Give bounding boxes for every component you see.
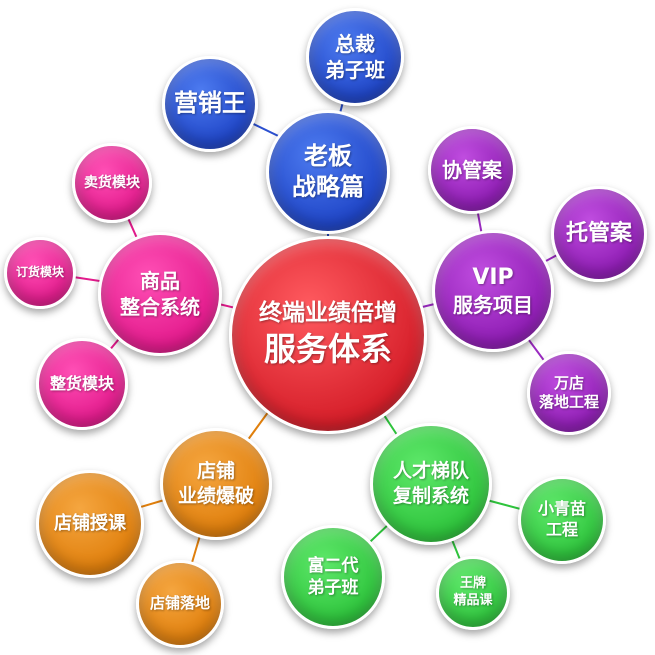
- seedling-bubble: 小青苗 工程: [518, 476, 606, 564]
- center-line2: 服务体系: [263, 330, 392, 369]
- arrange-module-bubble: 整货模块: [36, 338, 128, 430]
- goods-line2: 整合系统: [120, 295, 200, 319]
- store-land-line1: 店铺落地: [149, 594, 210, 613]
- trustee-bubble: 托管案: [551, 186, 647, 282]
- talent-pipeline-bubble: 人才梯队 复制系统: [370, 423, 492, 545]
- goods-line1: 商品: [140, 269, 180, 293]
- assist-line1: 协管案: [442, 158, 502, 182]
- store-performance-bubble: 店铺 业绩爆破: [160, 428, 272, 540]
- store-landing-bubble: 店铺落地: [136, 560, 224, 648]
- talent-line1: 人才梯队: [392, 460, 469, 483]
- sell-module-line1: 卖货模块: [84, 174, 140, 191]
- assist-bubble: 协管案: [428, 126, 516, 214]
- ceo-class-bubble: 总裁 弟子班: [306, 8, 404, 106]
- store-line1: 店铺: [196, 460, 235, 483]
- center-service-system-bubble: 终端业绩倍增 服务体系: [229, 236, 427, 434]
- boss-strategy-bubble: 老板 战略篇: [266, 110, 390, 234]
- vip-line1: VIP: [472, 264, 514, 290]
- store-teaching-bubble: 店铺授课: [36, 470, 144, 578]
- rich2-line2: 弟子班: [307, 578, 359, 598]
- arrange-module-line1: 整货模块: [49, 373, 114, 393]
- rich2-line1: 富二代: [307, 555, 359, 576]
- marketing-king-bubble: 营销王: [162, 56, 258, 152]
- trustee-line1: 托管案: [565, 220, 632, 246]
- store-teach-line1: 店铺授课: [54, 513, 126, 535]
- boss-line2: 战略篇: [292, 173, 364, 201]
- trump-line2: 精品课: [453, 593, 493, 608]
- seedling-line2: 工程: [545, 520, 578, 539]
- ceo-class-line1: 总裁: [335, 32, 375, 56]
- vip-services-bubble: VIP 服务项目: [432, 230, 554, 352]
- order-module-bubble: 订货模块: [4, 237, 76, 309]
- boss-line1: 老板: [304, 141, 352, 170]
- wandian-line1: 万店: [553, 373, 584, 392]
- vip-line2: 服务项目: [453, 293, 533, 318]
- wandian-bubble: 万店 落地工程: [527, 351, 611, 435]
- trump-line1: 王牌: [459, 576, 486, 592]
- wandian-line2: 落地工程: [538, 393, 599, 411]
- rich-second-gen-bubble: 富二代 弟子班: [281, 525, 385, 629]
- store-line2: 业绩爆破: [177, 485, 254, 507]
- talent-line2: 复制系统: [392, 485, 469, 507]
- marketing-king-line1: 营销王: [174, 89, 246, 118]
- trump-course-bubble: 王牌 精品课: [436, 556, 510, 630]
- order-module-line1: 订货模块: [15, 265, 64, 280]
- seedling-line1: 小青苗: [537, 499, 586, 519]
- sell-module-bubble: 卖货模块: [72, 143, 152, 223]
- ceo-class-line2: 弟子班: [325, 58, 385, 82]
- center-line1: 终端业绩倍增: [259, 300, 397, 327]
- goods-integration-bubble: 商品 整合系统: [98, 232, 222, 356]
